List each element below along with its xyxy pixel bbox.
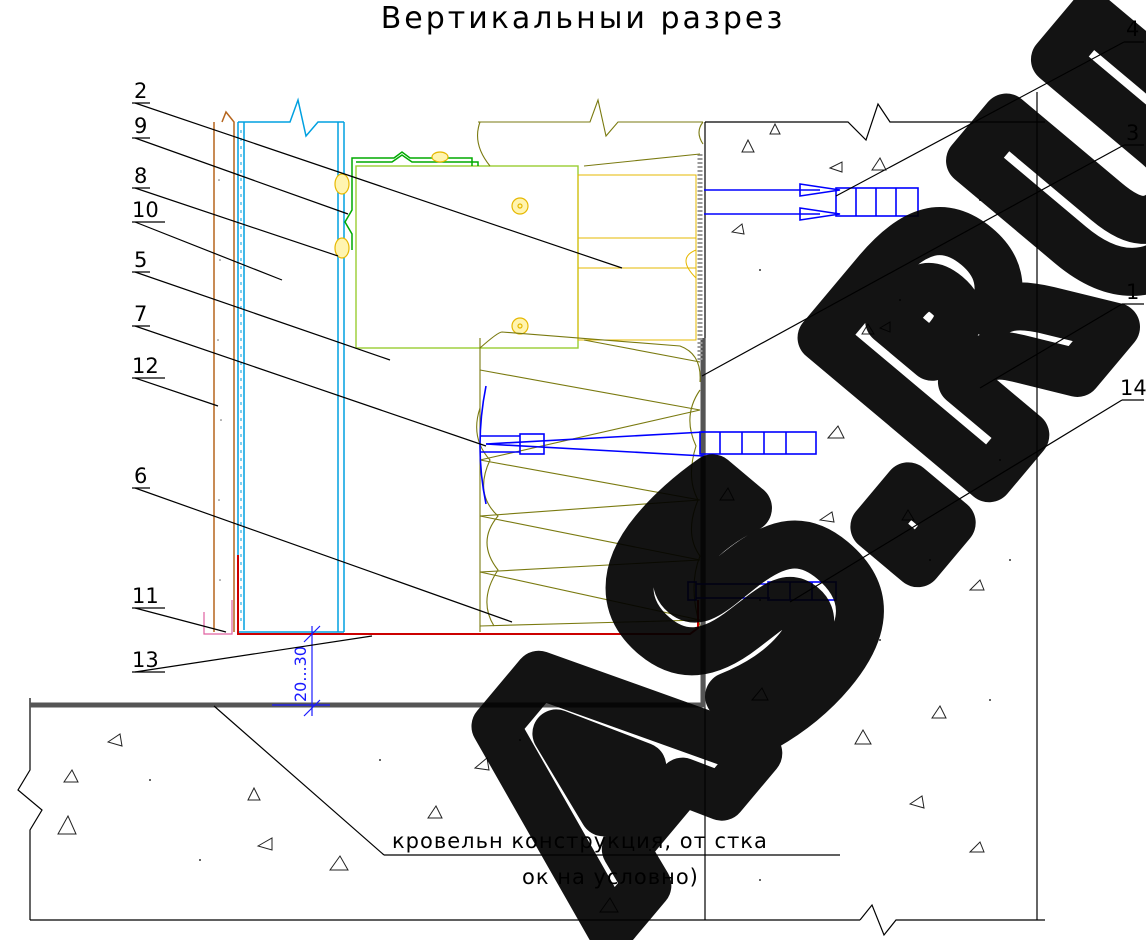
concrete-wall [17, 92, 1045, 937]
callout-2: 2 [134, 79, 147, 103]
gap-dimension [272, 625, 330, 717]
gap-dimension-value: 20...30 [291, 646, 310, 702]
callout-5: 5 [134, 248, 147, 272]
callout-4: 4 [1126, 17, 1139, 41]
callout-11: 11 [132, 584, 159, 608]
profile-fasteners [334, 151, 529, 335]
bracket [355, 165, 579, 349]
callout-underlines [132, 102, 165, 673]
callout-9: 9 [134, 114, 147, 138]
roofing-note-line1: кровельн конструкция, от стка [392, 829, 768, 853]
callout-14: 14 [1120, 376, 1146, 400]
outer-cladding-layer [213, 110, 235, 632]
callout-12: 12 [132, 354, 159, 378]
callout-8: 8 [134, 164, 147, 188]
bottom-flashing [237, 555, 699, 635]
callout-1: 1 [1126, 280, 1139, 304]
callout-10: 10 [132, 198, 159, 222]
bracket-insert [577, 174, 697, 341]
concrete-hatch [57, 122, 985, 913]
drawing-title: Вертикальныи разрез [381, 1, 786, 36]
callout-7: 7 [134, 302, 147, 326]
drip-edge [203, 600, 233, 635]
watermark: AS.RU [397, 0, 1146, 940]
callout-6: 6 [134, 464, 147, 488]
concrete-slab-outline [30, 338, 706, 708]
concrete-dots [149, 199, 1011, 881]
flashing-anchor [687, 581, 837, 601]
callout-3: 3 [1126, 121, 1139, 145]
leader-lines [134, 41, 1144, 856]
facade-panel [237, 97, 345, 633]
outer-layer-dots [217, 179, 222, 581]
insulation-dowel [479, 385, 817, 505]
roofing-note-line2: ок на условно) [522, 865, 699, 889]
bracket-anchor [704, 183, 919, 221]
callout-13: 13 [132, 648, 159, 672]
